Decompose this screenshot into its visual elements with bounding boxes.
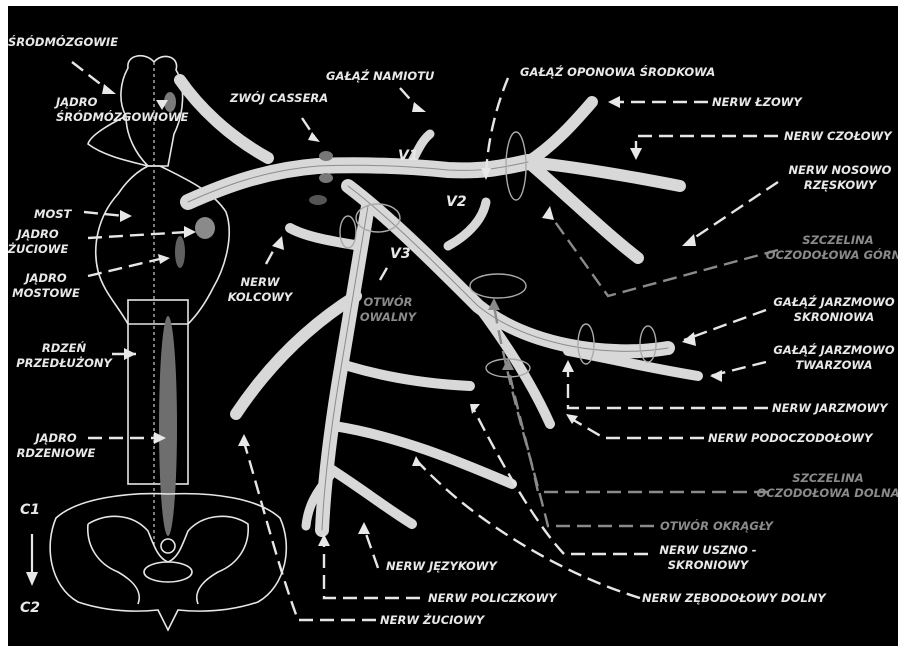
label-v3: V3 bbox=[390, 246, 411, 262]
label-nerw-zebodolowy-dolny: NERW ZĘBODOŁOWY DOLNY bbox=[642, 591, 827, 605]
label-nerw-uszno-skroniowy: NERW USZNO -SKRONIOWY bbox=[659, 543, 756, 572]
label-zwoj-cassera: ZWÓJ CASSERA bbox=[229, 90, 328, 105]
medulla-outline bbox=[128, 300, 188, 484]
nerw-lzowy-line bbox=[528, 102, 592, 162]
pontine-nucleus bbox=[175, 236, 185, 268]
leader-zuciowy bbox=[244, 442, 376, 620]
leader-jadro-mostowe bbox=[88, 258, 164, 276]
nerw-uszno-line bbox=[348, 366, 470, 386]
spinal-cord-commissure bbox=[144, 562, 192, 582]
label-srodmozgowie: ŚRÓDMÓZGOWIE bbox=[8, 34, 118, 49]
spinal-nucleus bbox=[159, 316, 177, 536]
label-nerw-podoczodolowy: NERW PODOCZODOŁOWY bbox=[708, 431, 874, 445]
leader-szczelina-gorna bbox=[548, 212, 778, 296]
leader-zebodolowy bbox=[418, 462, 640, 598]
leader-czolowy bbox=[636, 136, 778, 152]
leader-szczelina-dolna bbox=[508, 366, 768, 492]
label-c1: C1 bbox=[20, 502, 40, 518]
label-nerw-lzowy: NERW ŁZOWY bbox=[712, 95, 803, 109]
leader-podoczodolowy bbox=[570, 418, 704, 438]
label-v1: V1 bbox=[398, 148, 419, 164]
label-c2: C2 bbox=[20, 600, 40, 616]
label-nerw-zuciowy: NERW ŻUCIOWY bbox=[380, 612, 486, 627]
label-nerw-czolowy: NERW CZOŁOWY bbox=[784, 129, 893, 143]
brainstem bbox=[88, 56, 229, 546]
label-otwor-okragly: OTWÓR OKRĄGŁY bbox=[660, 518, 775, 533]
label-nerw-policzkowy: NERW POLICZKOWY bbox=[428, 591, 558, 605]
leader-skroniowa bbox=[684, 310, 766, 340]
nerw-kolcowy-line bbox=[290, 228, 360, 246]
label-most: MOST bbox=[34, 207, 73, 221]
foramen-rotundum-ring bbox=[470, 274, 526, 298]
nerw-zebodolowy-line bbox=[334, 426, 512, 484]
c1-c2-arrowhead bbox=[26, 572, 38, 586]
ganglion-dot-1 bbox=[319, 151, 333, 161]
label-v2: V2 bbox=[446, 194, 467, 210]
leader-v3 bbox=[380, 266, 388, 280]
ganglion-dot-2 bbox=[319, 173, 333, 183]
label-nerw-jezykowy: NERW JĘZYKOWY bbox=[386, 559, 498, 573]
label-galaz-namiotu: GAŁĄŹ NAMIOTU bbox=[326, 68, 435, 83]
leader-srodmozgowie bbox=[72, 62, 108, 90]
leader-jadro-zuciowe bbox=[88, 232, 188, 238]
motor-nucleus bbox=[195, 217, 215, 239]
label-nerw-jarzmowy: NERW JARZMOWY bbox=[772, 401, 889, 415]
leader-nosowo bbox=[688, 182, 778, 242]
central-canal bbox=[161, 539, 175, 553]
trigeminal-nerves bbox=[180, 80, 698, 530]
nerw-jezykowy-line bbox=[326, 466, 412, 524]
label-galaz-oponowa: GAŁĄŹ OPONOWA ŚRODKOWA bbox=[520, 64, 715, 79]
ganglion-dot-3 bbox=[309, 195, 327, 205]
